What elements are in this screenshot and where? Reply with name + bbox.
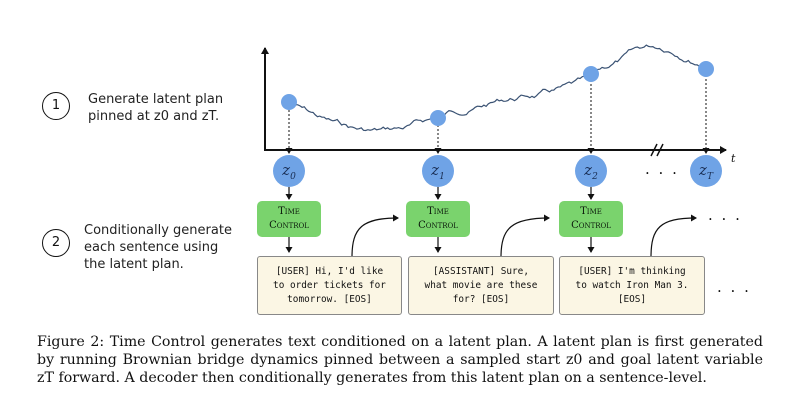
time-control-2-line-2: Control [418, 220, 458, 231]
step-1-text: Generate latent plan pinned at z0 and zT… [88, 91, 223, 125]
sentence-box-2: [ASSISTANT] Sure, what movie are these f… [408, 256, 554, 315]
sentence-2-line-3: for? [EOS] [452, 294, 510, 305]
time-control-3-line-1: Time [580, 206, 602, 217]
x-axis-label: t [731, 152, 736, 165]
path-point-0 [281, 94, 297, 110]
step-1-line-1: Generate latent plan [88, 92, 224, 107]
latent-z1: z1 [422, 155, 454, 187]
step-2-line-2: each sentence using [84, 240, 219, 255]
step-2-line-1: Conditionally generate [84, 223, 232, 238]
figure-caption: Figure 2: Time Control generates text co… [37, 333, 763, 387]
feedback-arrow-3 [650, 214, 697, 258]
latent-z2: z2 [575, 155, 607, 187]
axis-break-mark-1 [650, 143, 658, 157]
caption-text: Time Control generates text conditioned … [37, 334, 763, 386]
latent-ellipsis: . . . [645, 160, 679, 178]
diagram-svg: t [261, 44, 736, 258]
latent-zT-sub: T [706, 172, 713, 182]
step-2-number: 2 [51, 235, 61, 250]
latent-z2-base: z [584, 161, 593, 179]
latent-zT-base: z [699, 161, 707, 179]
axis-break-mark-2 [656, 143, 664, 157]
feedback-arrow-1 [351, 214, 399, 258]
sentence-box-3: [USER] I'm thinking to watch Iron Man 3.… [559, 256, 705, 315]
sentence-3-line-2: to watch Iron Man 3. [575, 280, 689, 291]
step-2-circle: 2 [42, 229, 70, 257]
sentence-1-line-1: [USER] Hi, I'd like [275, 266, 384, 277]
sentence-2-line-2: what movie are these [424, 280, 538, 291]
path-point-2 [583, 66, 599, 82]
latent-z0: z0 [273, 155, 305, 187]
sentence-1-line-2: to order tickets for [273, 280, 386, 291]
sentence-box-1: [USER] Hi, I'd like to order tickets for… [257, 256, 402, 315]
time-control-box-3: Time Control [559, 201, 623, 237]
sentence-3-line-1: [USER] I'm thinking [578, 266, 686, 277]
step-2-text: Conditionally generate each sentence usi… [84, 222, 232, 273]
feedback-arrow-2 [500, 214, 550, 258]
sentence-ellipsis: . . . [717, 278, 751, 296]
step-1-line-2: pinned at z0 and zT. [88, 109, 220, 124]
latent-z1-sub: 1 [439, 172, 445, 182]
step-2-line-3: the latent plan. [84, 257, 184, 272]
latent-trajectory [288, 44, 707, 132]
latent-zT: zT [690, 155, 722, 187]
latent-z0-base: z [282, 161, 291, 179]
latent-z0-sub: 0 [290, 172, 296, 182]
sentence-2-line-1: [ASSISTANT] Sure, [433, 266, 529, 277]
latent-z2-sub: 2 [592, 172, 598, 182]
time-control-3-line-2: Control [571, 220, 611, 231]
time-control-box-1: Time Control [257, 201, 321, 237]
latent-z1-base: z [431, 161, 440, 179]
path-point-1 [430, 110, 446, 126]
time-control-box-2: Time Control [406, 201, 470, 237]
time-control-2-line-1: Time [427, 206, 449, 217]
time-control-ellipsis: . . . [708, 206, 742, 224]
caption-label: Figure 2: [37, 334, 105, 350]
path-point-T [698, 61, 714, 77]
time-control-1-line-1: Time [278, 206, 300, 217]
sentence-1-line-3: tomorrow. [EOS] [287, 294, 372, 305]
sentence-3-line-3: [EOS] [617, 294, 647, 305]
step-1-circle: 1 [42, 92, 70, 120]
time-control-1-line-2: Control [269, 220, 309, 231]
step-1-number: 1 [51, 98, 61, 113]
